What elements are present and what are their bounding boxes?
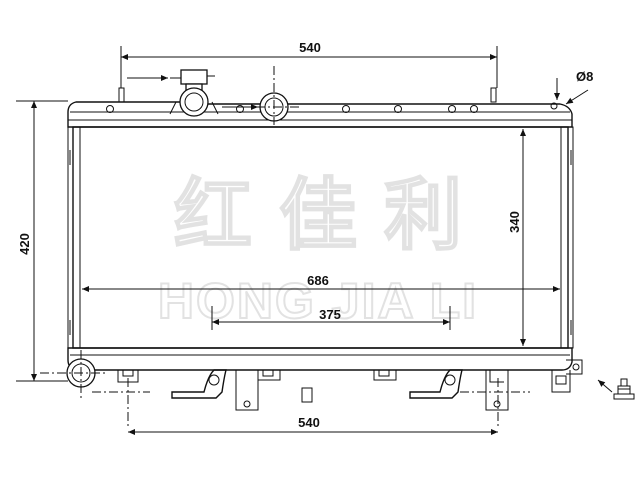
dim-height-420: 420 xyxy=(17,233,32,255)
dim-width-686: 686 xyxy=(307,273,329,288)
centerlines xyxy=(40,66,530,428)
watermark-latin: HONG JIA LI xyxy=(158,273,478,329)
dim-core-340: 340 xyxy=(507,211,522,233)
dim-hole-diameter: Ø8 xyxy=(576,69,593,84)
watermark: 红 佳 利 HONG JIA LI xyxy=(157,170,478,330)
dim-top-540: 540 xyxy=(299,40,321,55)
drain-plug-icon xyxy=(613,378,635,400)
dim-bottom-540: 540 xyxy=(298,415,320,430)
top-tank xyxy=(67,69,573,128)
watermark-chinese: 红 佳 利 xyxy=(174,171,462,261)
dim-mount-375: 375 xyxy=(319,307,341,322)
dimension-lines xyxy=(16,46,613,435)
bottom-tank xyxy=(66,347,583,411)
dimension-labels: 540 540 686 375 420 340 Ø8 xyxy=(17,40,593,430)
